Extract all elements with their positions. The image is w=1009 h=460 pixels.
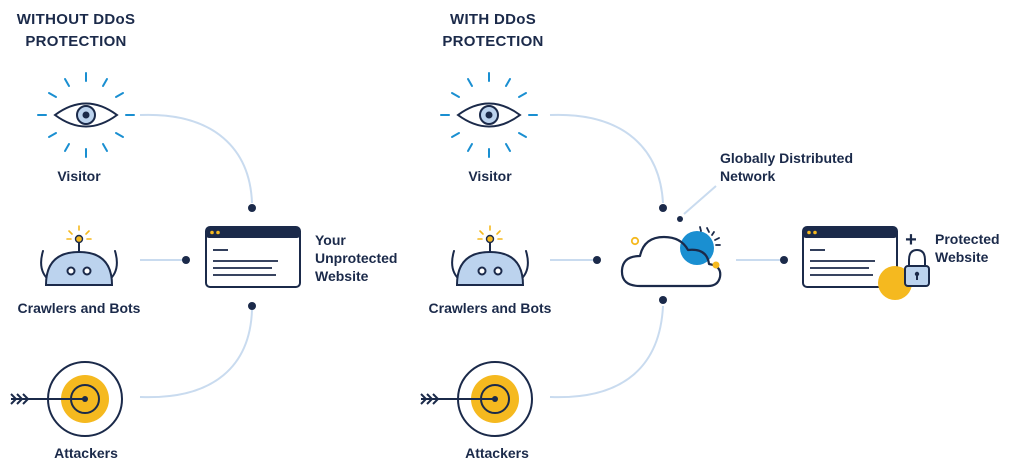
left-panel: WITHOUT DDoS PROTECTION (10, 11, 397, 460)
eye-icon (37, 72, 135, 158)
right-visitor-label: Visitor (468, 168, 512, 184)
target-icon (420, 361, 533, 437)
yellow-accent-dot (878, 266, 912, 300)
eye-icon (440, 72, 538, 158)
network-label-line1: Globally Distributed (720, 150, 853, 166)
network-label-line2: Network (720, 168, 775, 184)
right-panel: WITH DDoS PROTECTION (420, 11, 1000, 460)
plus-sign: + (905, 229, 917, 251)
left-connectors (139, 113, 253, 399)
right-bots-label: Crawlers and Bots (429, 300, 552, 316)
padlock-icon (904, 248, 930, 287)
left-visitor-label: Visitor (57, 168, 101, 184)
right-title-line1: WITH DDoS (450, 11, 536, 28)
left-connector-dots (182, 204, 256, 310)
right-title-line2: PROTECTION (442, 33, 543, 50)
protected-label-line1: Protected (935, 231, 1000, 247)
left-website-label-line2: Unprotected (315, 250, 397, 266)
target-icon (10, 361, 123, 437)
protected-label-line2: Website (935, 249, 989, 265)
right-attackers-label: Attackers (465, 445, 529, 460)
browser-window-icon (802, 226, 898, 288)
left-website-label-line3: Website (315, 268, 369, 284)
right-connectors (549, 113, 780, 399)
robot-icon (40, 225, 118, 286)
left-title-line2: PROTECTION (25, 33, 126, 50)
left-bots-label: Crawlers and Bots (18, 300, 141, 316)
browser-window-icon (205, 226, 301, 288)
right-connector-dots (593, 204, 788, 304)
left-title-line1: WITHOUT DDoS (17, 11, 136, 28)
left-attackers-label: Attackers (54, 445, 118, 460)
robot-icon (451, 225, 529, 286)
cloud-icon (620, 226, 722, 288)
left-website-label-line1: Your (315, 232, 346, 248)
